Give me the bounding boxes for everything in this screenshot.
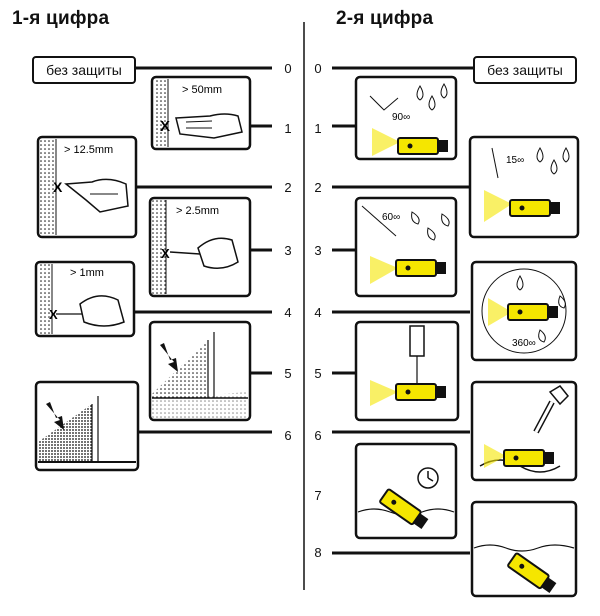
right-no-protection-box: без защиты — [473, 56, 577, 84]
right-digit-4: 4 — [314, 305, 322, 320]
label-2-5mm: > 2.5mm — [176, 205, 219, 217]
right-connectors — [332, 66, 473, 555]
right-digit-6: 6 — [314, 428, 322, 443]
left-digit-5: 5 — [284, 366, 292, 381]
left-digit-6: 6 — [284, 428, 292, 443]
first-digit-header: 1-я цифра — [12, 8, 110, 29]
right-panel-7 — [354, 442, 458, 540]
right-digit-2: 2 — [314, 180, 322, 195]
right-panel-1 — [354, 75, 458, 161]
left-digit-4: 4 — [284, 305, 292, 320]
left-panel-6 — [34, 380, 140, 472]
left-digit-3: 3 — [284, 243, 292, 258]
svg-text:X: X — [49, 307, 58, 322]
svg-text:X: X — [160, 118, 170, 135]
label-12-5mm: > 12.5mm — [64, 144, 113, 156]
left-panel-3: X — [148, 196, 252, 298]
svg-text:X: X — [53, 179, 63, 195]
right-digit-8: 8 — [314, 545, 322, 560]
label-15-deg: 15∞ — [506, 155, 524, 166]
second-digit-header: 2-я цифра — [336, 8, 434, 29]
right-panel-8 — [470, 500, 578, 598]
right-panel-3 — [354, 196, 458, 298]
right-panel-2 — [468, 135, 580, 239]
right-digit-0: 0 — [314, 61, 322, 76]
right-digit-1: 1 — [314, 121, 322, 136]
label-360-deg: 360∞ — [512, 338, 536, 349]
label-60-deg: 60∞ — [382, 212, 400, 223]
label-50mm: > 50mm — [182, 84, 222, 96]
right-digit-7: 7 — [314, 488, 322, 503]
right-panel-4 — [470, 260, 578, 362]
left-panel-4: X — [34, 260, 136, 338]
right-panel-5 — [354, 320, 460, 422]
left-digit-2: 2 — [284, 180, 292, 195]
label-90-deg: 90∞ — [392, 112, 410, 123]
right-panel-6 — [470, 380, 578, 482]
left-panel-5 — [148, 320, 252, 422]
left-digit-1: 1 — [284, 121, 292, 136]
svg-text:X: X — [161, 246, 170, 261]
left-panel-2: X — [36, 135, 138, 239]
left-panel-1: X — [150, 75, 252, 151]
left-no-protection-box: без защиты — [32, 56, 136, 84]
label-1mm: > 1mm — [70, 267, 104, 279]
right-digit-3: 3 — [314, 243, 322, 258]
right-digit-5: 5 — [314, 366, 322, 381]
left-digit-0: 0 — [284, 61, 292, 76]
